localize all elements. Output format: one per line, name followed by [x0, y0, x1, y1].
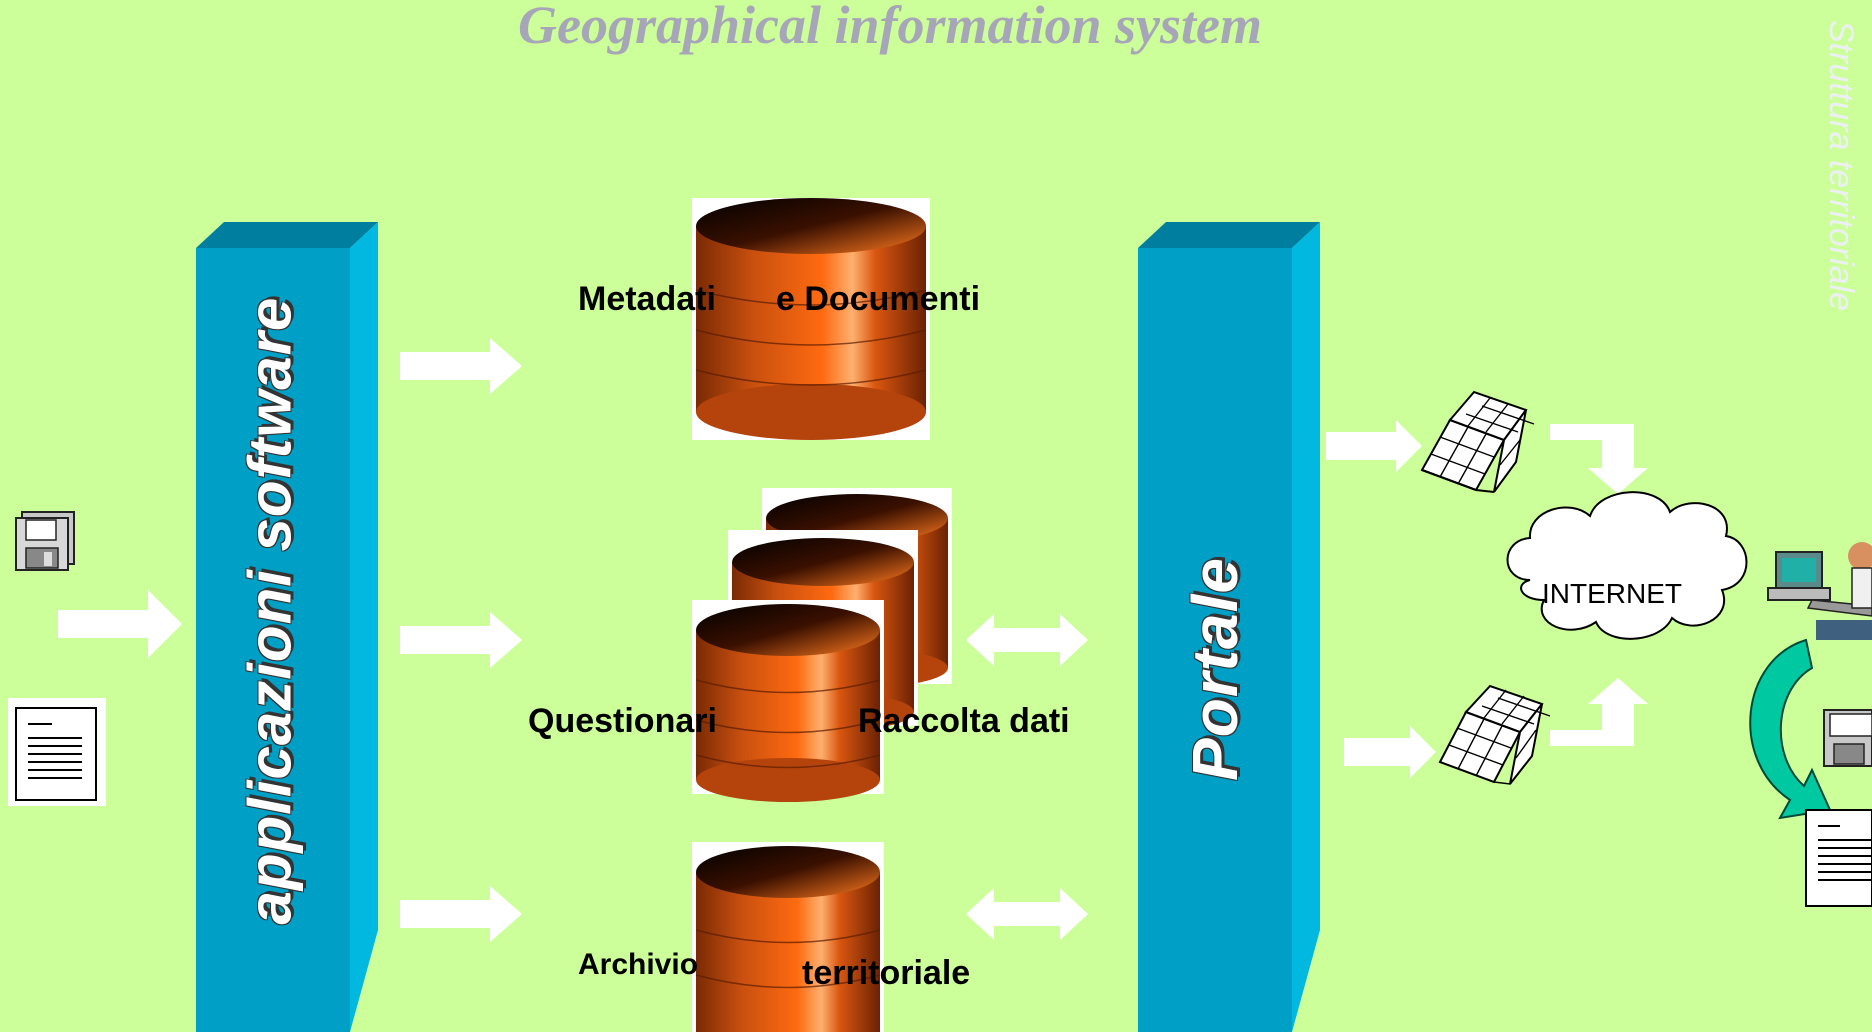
portal-pillar: [1138, 222, 1320, 1032]
arrow-to-archive: [400, 886, 522, 942]
cube-grid-icon: [1438, 684, 1551, 785]
document-icon: [1805, 809, 1872, 907]
arrow-cube-top-to-cloud: [1550, 424, 1648, 494]
database-label-metadata: Metadati: [578, 280, 716, 318]
database-label-territorial: territoriale: [802, 954, 971, 992]
floppy-disk-icon: [15, 511, 75, 571]
database-label-data-collection: Raccolta dati: [858, 702, 1070, 740]
database-survey-icon: [692, 488, 952, 802]
page-title: Geographical information system: [517, 0, 1263, 55]
curved-arrow-icon: [1749, 638, 1832, 820]
database-label-archive: Archivio: [578, 948, 699, 981]
database-archive-icon: [692, 842, 884, 1032]
arrow-portal-to-cube-top: [1326, 420, 1422, 472]
cloud-icon: [1506, 491, 1748, 640]
arrow-cloud-to-cube-bottom: [1550, 678, 1648, 746]
arrow-input: [58, 590, 182, 658]
floppy-disk-icon: [1823, 709, 1872, 767]
computer-user-icon: [1767, 542, 1872, 640]
document-icon: [8, 698, 106, 806]
double-arrow-survey-portal: [966, 614, 1088, 666]
portal-pillar-label: Portale: [1179, 557, 1251, 781]
software-pillar: [196, 222, 378, 1032]
cube-grid-icon: [1420, 390, 1535, 493]
cloud-label: INTERNET: [1542, 578, 1682, 609]
arrow-to-survey: [400, 612, 522, 668]
side-label: Struttura territoriale: [1822, 20, 1860, 311]
double-arrow-archive-portal: [966, 888, 1088, 940]
database-label-survey: Questionari: [528, 702, 717, 740]
database-metadata-icon: [692, 198, 930, 440]
database-label-documents: e Documenti: [776, 280, 981, 318]
software-pillar-label: applicazioni software: [236, 296, 304, 925]
arrow-portal-to-cube-bottom: [1344, 726, 1436, 778]
arrow-to-metadata: [400, 338, 522, 394]
